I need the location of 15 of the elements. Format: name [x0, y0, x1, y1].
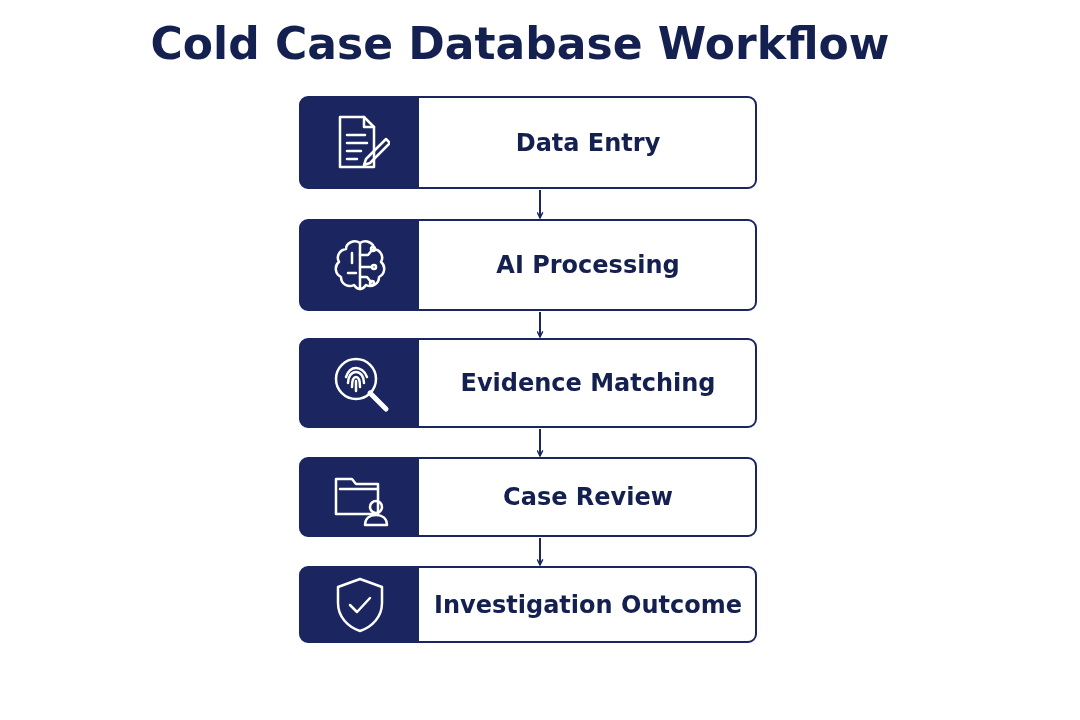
arrow	[536, 537, 544, 566]
process-box	[299, 338, 757, 428]
step-label: Data Entry	[515, 128, 661, 157]
process-box	[299, 96, 757, 189]
step-label: Case Review	[503, 483, 673, 511]
step-label: Investigation Outcome	[434, 590, 742, 619]
process-box	[299, 566, 757, 643]
arrow	[536, 311, 544, 338]
process-box	[299, 219, 757, 311]
arrow	[536, 428, 544, 457]
diagram-title: Cold Case Database Workflow	[149, 18, 891, 69]
process-box	[299, 457, 757, 537]
step-label: Evidence Matching	[460, 369, 716, 397]
arrow	[536, 189, 544, 219]
step-label: AI Processing	[496, 251, 680, 279]
